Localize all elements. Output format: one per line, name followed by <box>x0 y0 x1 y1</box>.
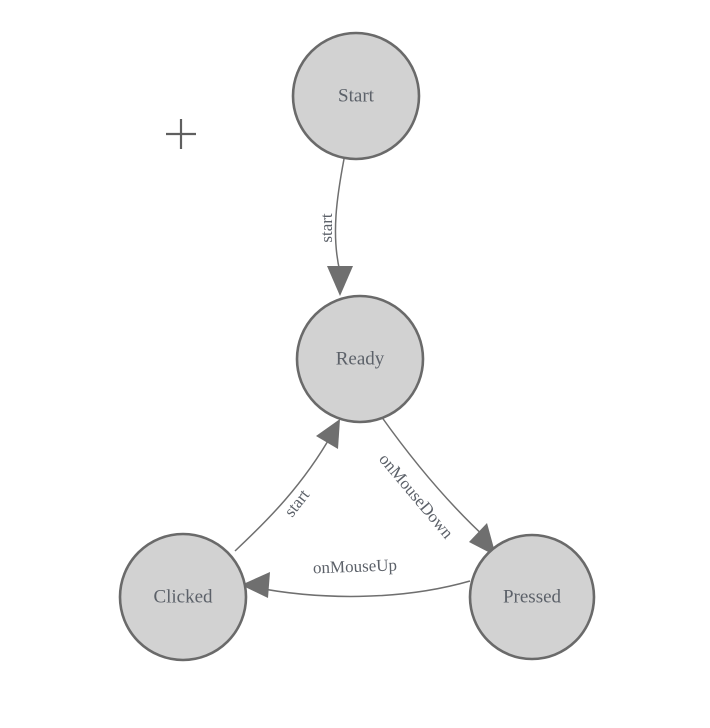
node-label-ready: Ready <box>336 348 385 369</box>
edge-pressed-to-clicked[interactable]: onMouseUp <box>241 555 471 598</box>
arrowhead-icon-pressed-to-clicked <box>241 572 270 598</box>
arrowhead-icon-ready-to-pressed <box>469 523 496 556</box>
node-label-clicked: Clicked <box>153 586 213 607</box>
node-start[interactable]: Start <box>291 31 421 161</box>
node-circle-clicked[interactable] <box>118 532 248 662</box>
markers-layer <box>166 119 196 149</box>
node-pressed[interactable]: Pressed <box>468 533 596 661</box>
arrowhead-icon-start-to-ready <box>327 266 353 296</box>
edge-clicked-to-ready[interactable]: start <box>234 419 340 552</box>
edge-label-clicked-to-ready: start <box>280 485 313 520</box>
edge-label-pressed-to-clicked: onMouseUp <box>313 555 398 577</box>
node-circle-ready[interactable] <box>295 294 425 424</box>
edge-start-to-ready[interactable]: start <box>317 158 353 296</box>
edge-line-pressed-to-clicked <box>252 580 471 598</box>
edge-label-start-to-ready: start <box>317 213 336 243</box>
node-clicked[interactable]: Clicked <box>118 532 248 662</box>
crosshair-marker[interactable] <box>166 119 196 149</box>
node-circle-pressed[interactable] <box>468 533 596 661</box>
node-label-start: Start <box>338 85 375 106</box>
edge-line-clicked-to-ready <box>234 433 333 552</box>
node-ready[interactable]: Ready <box>295 294 425 424</box>
node-label-pressed: Pressed <box>503 586 562 607</box>
edge-ready-to-pressed[interactable]: onMouseDown <box>375 415 496 556</box>
edge-line-ready-to-pressed <box>380 415 488 540</box>
arrowhead-icon-clicked-to-ready <box>316 419 340 449</box>
node-circle-start[interactable] <box>291 31 421 161</box>
edge-line-start-to-ready <box>334 158 345 273</box>
